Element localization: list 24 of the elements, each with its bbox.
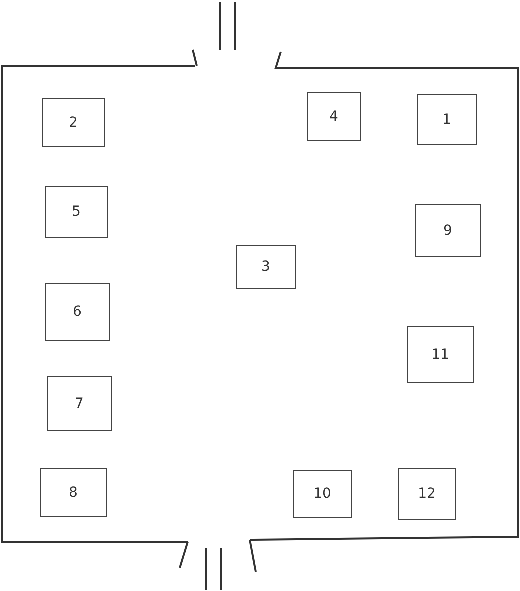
numbered-box [47,376,112,431]
numbered-box [307,92,361,141]
numbered-box [45,186,108,238]
box-number: 1 [442,112,452,128]
box-number: 3 [262,259,270,275]
box-number: 5 [72,204,81,220]
numbered-box [417,94,477,145]
box-number: 7 [75,396,84,412]
box-number: 4 [330,108,338,124]
box-number: 10 [314,486,332,502]
numbered-box [398,468,456,520]
box-number: 11 [432,346,450,362]
numbered-box [415,204,481,257]
numbered-box [42,98,105,147]
numbered-box [407,326,474,383]
box-number: 8 [69,484,78,500]
box-number: 2 [69,114,78,130]
box-number: 12 [418,486,436,502]
numbered-box [40,468,107,517]
box-number: 9 [444,222,452,238]
numbered-box [45,283,110,341]
numbered-box [293,470,352,518]
box-number: 6 [73,304,82,320]
numbered-box [236,245,296,289]
